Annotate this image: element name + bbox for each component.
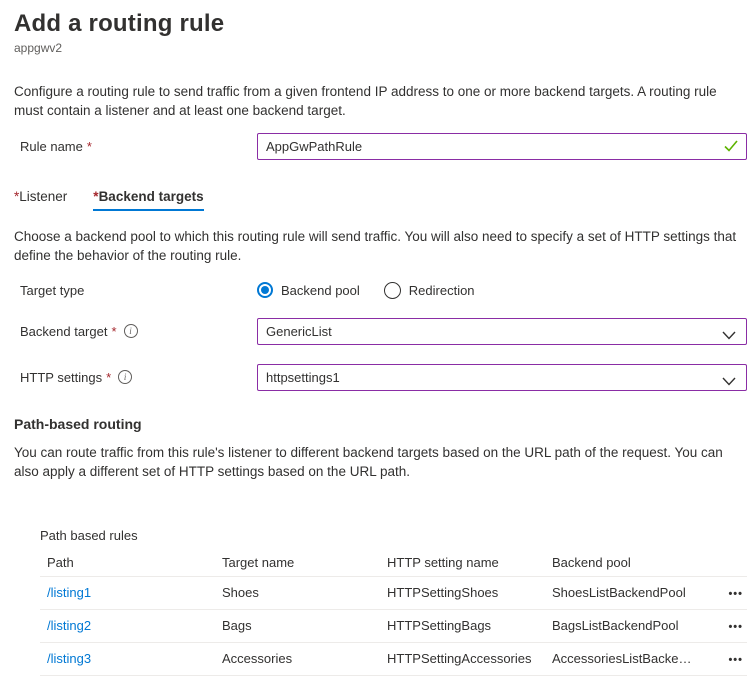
row-menu-ellipsis-icon[interactable]: ••• (728, 621, 743, 634)
backend-target-label: Backend target* i (20, 324, 257, 339)
info-icon[interactable]: i (123, 324, 138, 339)
http-settings-label: HTTP settings* i (20, 370, 257, 385)
column-header-path: Path (47, 555, 74, 571)
info-icon[interactable]: i (118, 370, 133, 385)
radio-backend-pool-label: Backend pool (281, 282, 360, 298)
backend-pool-cell: AccessoriesListBackendP... (552, 651, 697, 667)
backend-pool-cell: BagsListBackendPool (552, 618, 679, 634)
backend-pool-cell: ShoesListBackendPool (552, 585, 686, 601)
column-header-http-setting-name: HTTP setting name (387, 555, 499, 571)
backend-target-select[interactable]: GenericList (257, 317, 747, 345)
http-setting-name-cell: HTTPSettingAccessories (387, 651, 532, 667)
required-asterisk: * (106, 369, 112, 385)
path-rules-table: Path Target name HTTP setting name Backe… (40, 550, 747, 676)
http-settings-row: HTTP settings* i httpsettings1 (20, 363, 753, 391)
table-row: /listing1 Shoes HTTPSettingShoes ShoesLi… (40, 577, 747, 610)
rule-name-row: Rule name* (20, 133, 753, 161)
path-link[interactable]: /listing1 (47, 585, 92, 601)
path-link[interactable]: /listing3 (47, 651, 92, 667)
target-name-cell: Bags (222, 618, 252, 634)
required-asterisk: * (14, 189, 20, 205)
target-name-cell: Shoes (222, 585, 259, 601)
page-title: Add a routing rule (14, 10, 225, 37)
tab-listener[interactable]: *Listener (14, 189, 68, 205)
rule-name-input[interactable] (257, 133, 747, 161)
table-header-row: Path Target name HTTP setting name Backe… (40, 550, 747, 577)
radio-redirection-label: Redirection (408, 282, 475, 298)
tab-bar: *Listener *Backend targets (14, 189, 753, 212)
http-settings-value: httpsettings1 (266, 369, 340, 385)
radio-backend-pool[interactable]: Backend pool (257, 282, 360, 299)
resource-name: appgwv2 (14, 41, 63, 55)
path-based-rules-label: Path based rules (40, 527, 138, 543)
target-name-cell: Accessories (222, 651, 293, 667)
target-type-row: Target type Backend pool Redirection (20, 281, 753, 299)
row-menu-ellipsis-icon[interactable]: ••• (728, 654, 743, 667)
target-type-radio-group: Backend pool Redirection (257, 281, 475, 299)
chevron-down-icon (722, 374, 736, 389)
chevron-down-icon (722, 328, 736, 343)
radio-selected-icon (257, 282, 273, 299)
backend-target-row: Backend target* i GenericList (20, 317, 753, 345)
required-asterisk: * (93, 189, 99, 205)
rule-name-label: Rule name* (20, 139, 92, 155)
path-based-routing-description: You can route traffic from this rule's l… (14, 444, 723, 479)
tab-backend-targets[interactable]: *Backend targets (93, 189, 204, 212)
table-row: /listing3 Accessories HTTPSettingAccesso… (40, 643, 747, 676)
required-asterisk: * (86, 139, 92, 155)
column-header-backend-pool: Backend pool (552, 555, 631, 571)
row-menu-ellipsis-icon[interactable]: ••• (728, 588, 743, 601)
table-row: /listing2 Bags HTTPSettingBags BagsListB… (40, 610, 747, 643)
column-header-target-name: Target name (222, 555, 295, 571)
valid-checkmark-icon (724, 140, 738, 155)
rule-name-input-wrap (257, 133, 747, 161)
backend-targets-intro: Choose a backend pool to which this rout… (14, 229, 737, 264)
backend-target-value: GenericList (266, 323, 332, 339)
intro-text: Configure a routing rule to send traffic… (14, 84, 717, 119)
radio-redirection[interactable]: Redirection (383, 281, 475, 299)
http-setting-name-cell: HTTPSettingShoes (387, 585, 499, 601)
http-setting-name-cell: HTTPSettingBags (387, 618, 492, 634)
path-link[interactable]: /listing2 (47, 618, 92, 634)
required-asterisk: * (111, 323, 117, 339)
http-settings-select[interactable]: httpsettings1 (257, 363, 747, 391)
target-type-label: Target type (20, 282, 85, 298)
radio-unselected-icon (383, 281, 401, 299)
path-based-routing-heading: Path-based routing (14, 415, 142, 432)
